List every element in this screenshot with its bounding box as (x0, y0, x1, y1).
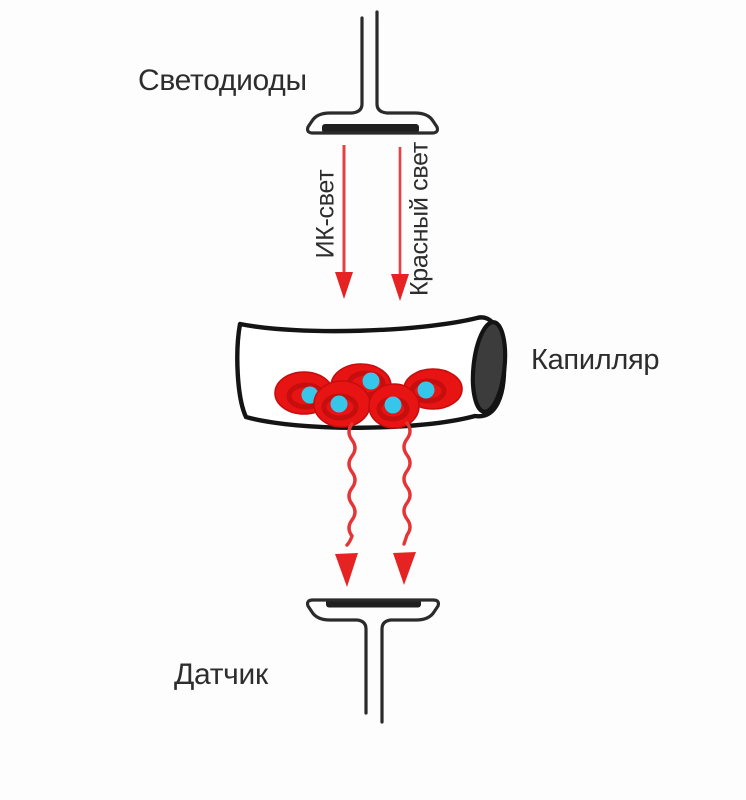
capillary-open-end (470, 320, 508, 414)
cell-dot (384, 396, 402, 414)
cell-dot (330, 395, 348, 413)
transmitted-wave-left (335, 422, 358, 587)
ir-light-arrow (335, 145, 353, 299)
wave-line (345, 422, 357, 547)
red-light-arrow (391, 147, 409, 301)
label-leds: Светодиоды (138, 64, 307, 97)
wave-line (402, 421, 412, 546)
sensor-body-outline (305, 598, 441, 724)
wave-arrow-head (335, 553, 358, 587)
red-blood-cell (368, 383, 420, 429)
cell-dot (362, 372, 380, 390)
red-arrow-head (391, 274, 409, 301)
led-symbol-icon (305, 10, 440, 135)
red-blood-cell (313, 380, 371, 428)
label-ir-light: ИК-свет (311, 169, 340, 259)
led-emitter-bar (322, 124, 419, 133)
cell-dot (417, 381, 435, 399)
blood-cells-group (274, 363, 463, 429)
label-capillary: Капилляр (531, 344, 660, 376)
wave-arrow-head (393, 552, 416, 585)
label-sensor: Датчик (174, 658, 268, 691)
sensor-symbol-icon (305, 598, 441, 724)
ir-arrow-head (335, 272, 353, 299)
capillary-tube-icon (235, 315, 508, 430)
label-red-light: Красный свет (405, 142, 434, 296)
led-body-outline (305, 10, 440, 135)
transmitted-wave-right (393, 421, 416, 585)
